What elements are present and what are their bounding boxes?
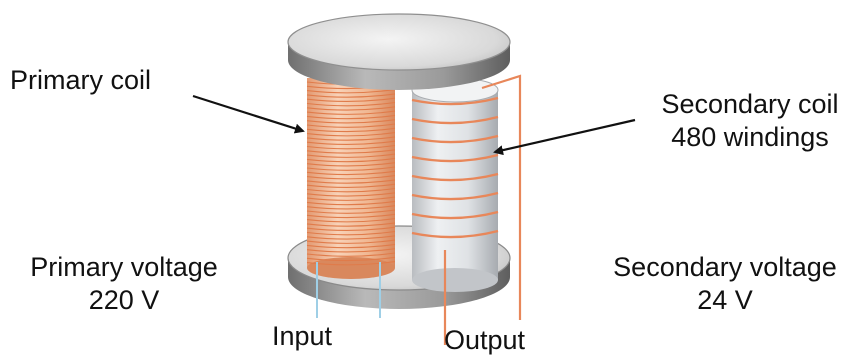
primary-winding-turn: [306, 239, 396, 244]
secondary-coil-title: Secondary coil: [661, 89, 839, 119]
primary-winding-turn: [306, 179, 396, 184]
primary-winding-turn: [306, 243, 396, 249]
primary-winding-turn: [306, 235, 396, 240]
primary-winding-turn: [306, 166, 396, 171]
primary-winding-turn: [306, 144, 396, 150]
secondary-winding-turn: [411, 191, 499, 201]
secondary-winding-turn: [411, 229, 499, 239]
secondary-coil-arrow: [493, 118, 636, 156]
primary-winding-turn: [306, 200, 396, 206]
primary-winding-turn: [306, 218, 396, 223]
primary-winding-turn: [306, 248, 396, 253]
primary-winding-turn: [306, 106, 396, 111]
primary-winding-turn: [306, 170, 396, 176]
primary-winding-turn: [306, 196, 396, 201]
primary-winding-turn: [306, 123, 396, 128]
primary-winding-turn: [306, 93, 396, 98]
primary-winding-turn: [306, 213, 396, 219]
primary-winding-turn: [306, 261, 396, 266]
primary-winding-turn: [306, 187, 396, 193]
primary-voltage-label: Primary voltage 220 V: [8, 251, 240, 317]
primary-winding-turn: [306, 175, 396, 180]
secondary-winding-turn: [411, 96, 499, 106]
primary-winding-turn: [306, 192, 396, 197]
primary-winding-turn: [306, 127, 396, 133]
secondary-voltage-title: Secondary voltage: [613, 252, 837, 282]
primary-voltage-value: 220 V: [88, 285, 160, 315]
secondary-winding-turn: [411, 172, 499, 182]
primary-winding-turn: [306, 252, 396, 257]
primary-winding-turn: [306, 119, 396, 124]
input-wires: [316, 262, 381, 318]
output-wires: [443, 74, 522, 345]
output-label: Output: [444, 325, 526, 355]
primary-winding-turn: [306, 136, 396, 141]
primary-coil-arrow: [192, 94, 305, 134]
secondary-winding-turn: [411, 115, 499, 125]
secondary-coil-windings-count: 480 windings: [671, 122, 829, 152]
primary-winding-turn: [306, 132, 396, 137]
primary-winding-turn: [306, 230, 396, 236]
secondary-core: [411, 77, 499, 292]
primary-winding-turn: [306, 149, 396, 154]
primary-winding-turn: [306, 256, 396, 262]
primary-winding-turn: [306, 97, 396, 102]
secondary-coil-label: Secondary coil 480 windings: [640, 88, 860, 154]
secondary-coil-windings: [411, 96, 499, 239]
secondary-winding-turn: [411, 210, 499, 220]
secondary-voltage-label: Secondary voltage 24 V: [592, 251, 858, 317]
primary-winding-turn: [306, 162, 396, 167]
input-label: Input: [272, 321, 333, 351]
primary-winding-turn: [306, 140, 396, 145]
secondary-voltage-value: 24 V: [697, 285, 753, 315]
primary-winding-turn: [306, 183, 396, 188]
primary-winding-turn: [306, 153, 396, 158]
primary-winding-turn: [306, 205, 396, 210]
primary-winding-turn: [306, 222, 396, 227]
secondary-winding-turn: [411, 153, 499, 163]
primary-winding-turn: [306, 101, 396, 107]
primary-winding-turn: [306, 226, 396, 231]
primary-winding-turn: [306, 110, 396, 115]
primary-winding-turn: [306, 89, 396, 94]
secondary-winding-turn: [411, 134, 499, 144]
top-disc: [287, 13, 511, 90]
primary-voltage-title: Primary voltage: [30, 252, 218, 282]
primary-winding-turn: [306, 157, 396, 163]
primary-coil-label: Primary coil: [10, 65, 152, 95]
primary-winding-turn: [306, 209, 396, 214]
primary-winding-turn: [306, 114, 396, 120]
